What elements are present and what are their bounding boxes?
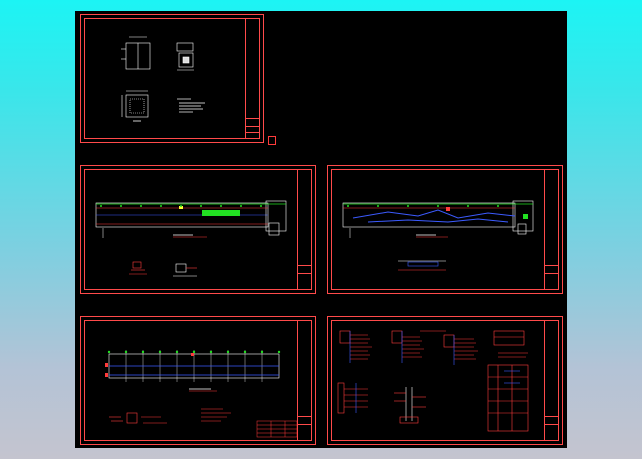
drawing-sheet-grid-plan[interactable]	[80, 316, 316, 445]
distribution-diagram-3	[443, 334, 478, 360]
floor-plan-drawing	[342, 200, 534, 271]
drawing-canvas[interactable]	[75, 11, 567, 448]
distribution-diagram-4	[493, 330, 528, 358]
highlighted-zone	[202, 210, 240, 216]
floor-plan-drawing	[95, 200, 287, 277]
title-block	[544, 169, 559, 290]
sheet-border	[84, 169, 312, 290]
control-diagram	[487, 364, 529, 432]
column-detail	[121, 36, 151, 70]
sheet-border	[84, 18, 260, 139]
detail-drawings	[121, 36, 205, 122]
riser-diagram-2	[399, 387, 419, 424]
legend-symbols	[109, 412, 167, 424]
pit-detail	[121, 90, 149, 118]
drawing-sheet-plan-2[interactable]	[327, 165, 563, 294]
drawing-sheet-details[interactable]	[80, 14, 264, 143]
sheet-border	[331, 169, 559, 290]
drawing-sheet-schematics[interactable]	[327, 316, 563, 445]
red-marker	[268, 136, 276, 145]
notes-text	[177, 98, 205, 113]
drawing-sheet-plan-1[interactable]	[80, 165, 316, 294]
distribution-diagram-2	[391, 330, 446, 358]
distribution-diagram-1	[339, 330, 372, 360]
legend-symbols	[129, 261, 147, 275]
title-block	[245, 18, 260, 139]
title-block	[297, 320, 312, 441]
schematic-diagrams	[337, 330, 529, 432]
grid-plan-drawing	[105, 350, 298, 438]
title-block	[544, 320, 559, 441]
title-block	[297, 169, 312, 290]
schedule-table	[256, 420, 298, 438]
sheet-border	[84, 320, 312, 441]
sheet-border	[331, 320, 559, 441]
riser-diagram-1	[337, 382, 368, 414]
base-detail	[176, 42, 194, 71]
